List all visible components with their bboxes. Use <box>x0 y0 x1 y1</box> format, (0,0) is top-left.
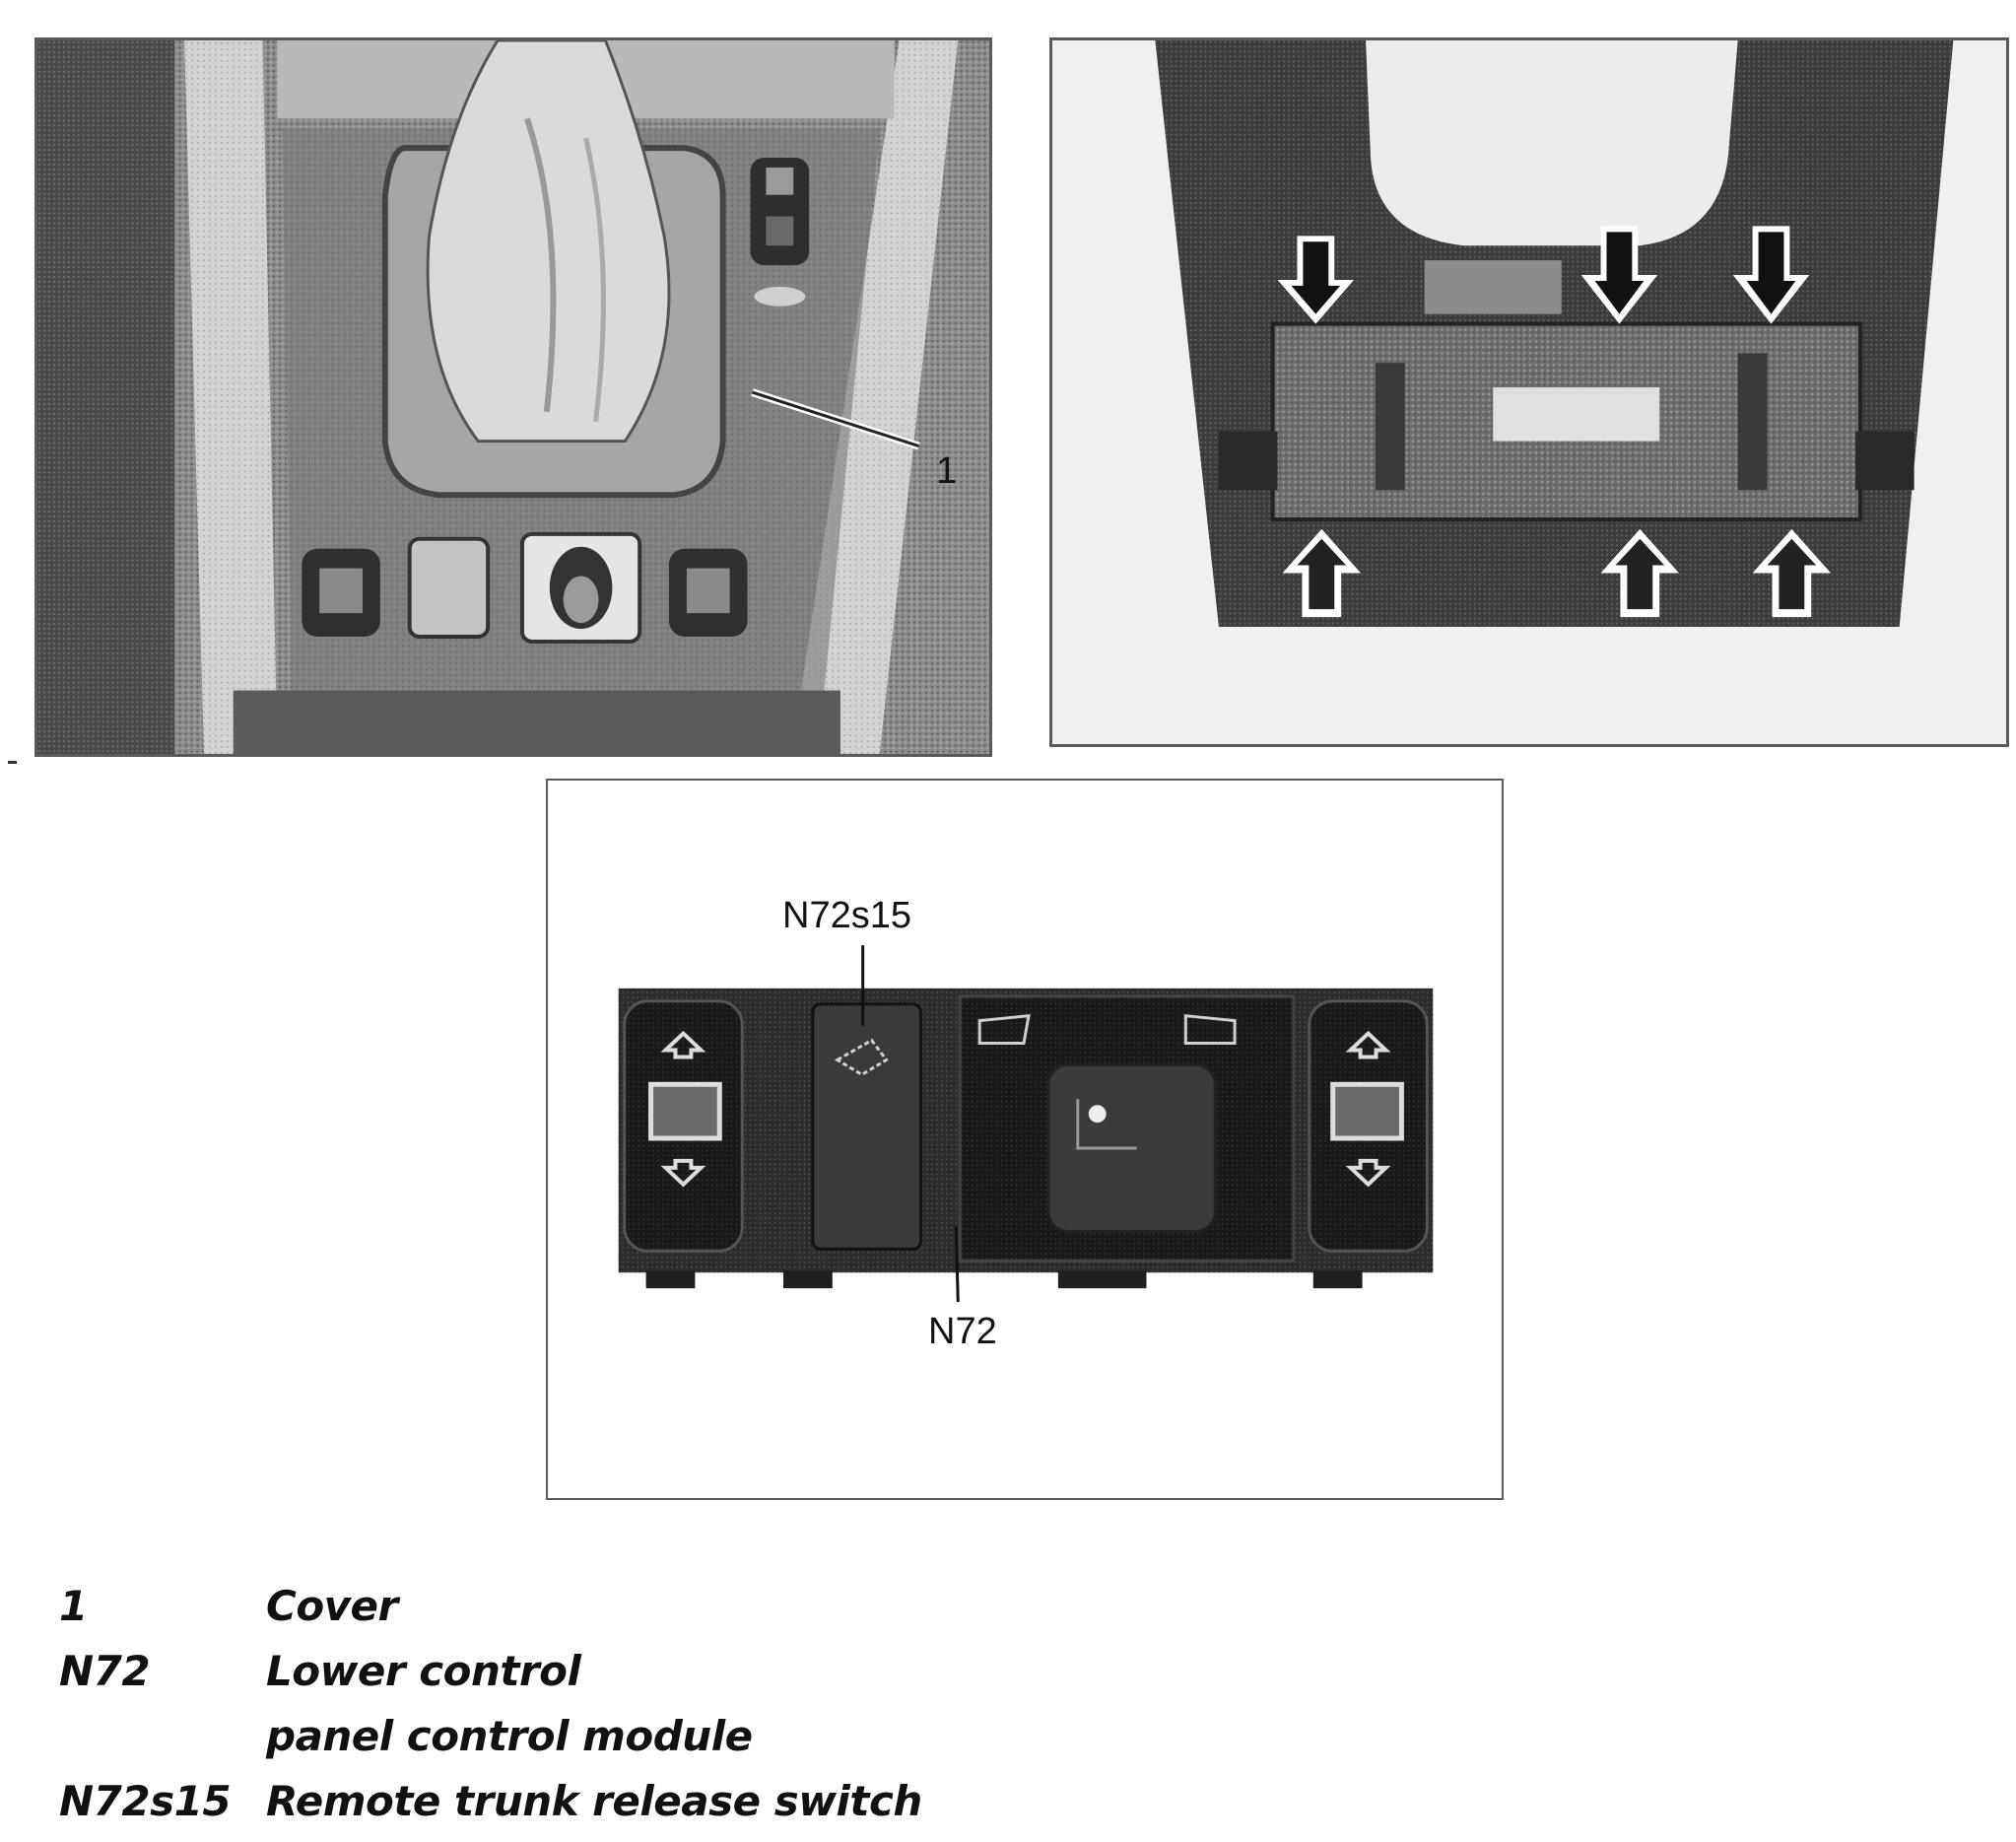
arrow-up-center-icon <box>1600 528 1680 618</box>
figure-control-module-photo: N72s15 N72 <box>546 779 1504 1500</box>
figure-console-cover-photo: 1 <box>34 37 992 757</box>
arrow-up-left-icon <box>1282 528 1362 618</box>
legend-description: Lower control <box>266 1647 581 1695</box>
panel-removal-illustration <box>1052 40 2006 744</box>
arrow-down-center-icon <box>1580 226 1658 324</box>
arrow-up-right-icon <box>1752 528 1832 618</box>
figure-panel-removal-photo <box>1049 37 2009 747</box>
legend-description: panel control module <box>266 1712 753 1760</box>
callout-label-n72s15: N72s15 <box>782 895 911 936</box>
legend-key: N72s15 <box>59 1777 232 1825</box>
control-module-illustration <box>618 945 1434 1303</box>
console-photo-illustration <box>37 40 989 754</box>
stray-scan-mark <box>8 761 17 764</box>
legend-key: 1 <box>59 1582 88 1630</box>
callout-label-n72: N72 <box>928 1311 997 1352</box>
arrow-down-left-icon <box>1277 236 1355 324</box>
legend-description: Remote trunk release switch <box>266 1777 922 1825</box>
legend-key: N72 <box>59 1647 151 1695</box>
callout-label-1: 1 <box>936 450 958 492</box>
arrow-down-right-icon <box>1732 226 1810 324</box>
legend-description: Cover <box>266 1582 398 1630</box>
